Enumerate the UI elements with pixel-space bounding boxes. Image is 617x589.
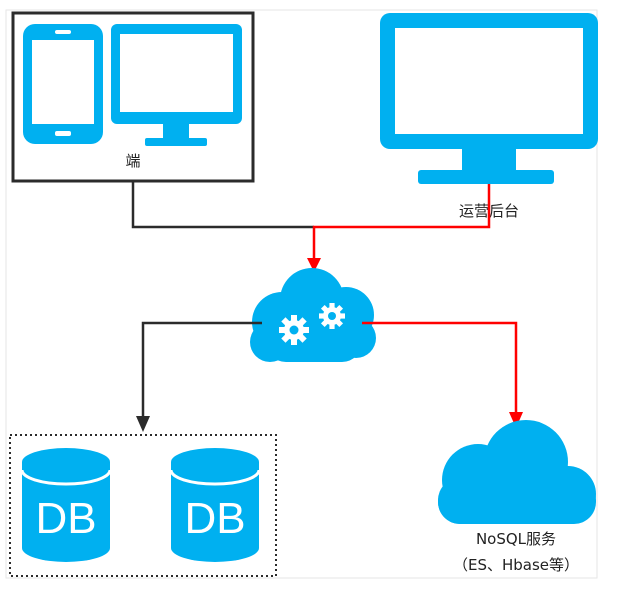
admin-to-service-arrowhead [307,258,321,272]
service-to-db-arrowhead [136,416,150,432]
service-to-db-line [141,321,262,420]
desktop-monitor-icon [111,24,242,146]
nosql-group: NoSQL服务 （ES、Hbase等） [438,420,596,574]
db-group-dotted-box [9,434,277,577]
client-group: 端 [11,11,255,183]
cloud-gears-icon [250,268,376,362]
admin-to-service-line [312,184,491,262]
client-to-service-line [131,181,314,229]
client-label: 端 [125,152,140,170]
admin-monitor-icon [380,13,598,184]
smartphone-icon [23,24,103,144]
db-group: DB DB [9,434,277,577]
cloud-icon [438,420,596,524]
database-label: DB [184,494,245,543]
nosql-sublabel: （ES、Hbase等） [453,556,579,574]
admin-group: 运营后台 [380,13,598,220]
diagram-frame [5,9,598,579]
nosql-label: NoSQL服务 [476,530,556,548]
database-label: DB [35,494,96,543]
service-to-nosql-arrowhead [509,412,523,428]
service-to-nosql-line [362,321,518,416]
database-icon [169,448,261,562]
database-icon [20,448,112,562]
